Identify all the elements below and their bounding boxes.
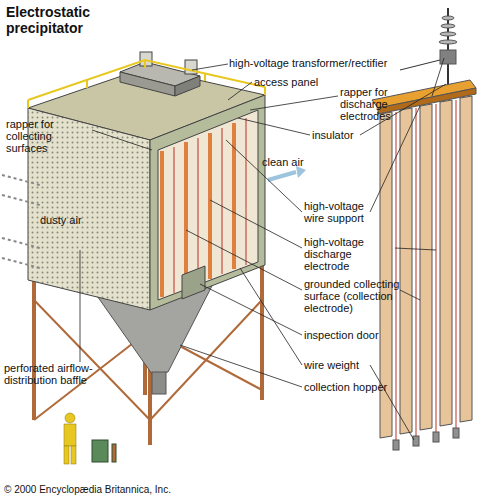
leader-line [395, 248, 436, 250]
worker-figure [65, 413, 75, 423]
part-label: dusty air [40, 214, 100, 226]
leader-line [186, 230, 302, 290]
electrode-assembly [400, 108, 412, 434]
dusty-air-arrow [2, 258, 40, 268]
electrode-assembly [393, 440, 399, 450]
clean-air-arrow [268, 166, 306, 180]
support-leg [32, 275, 36, 420]
electrode-assembly [433, 432, 439, 442]
part-label: clean air [262, 156, 322, 168]
leader-line [432, 58, 444, 96]
collecting-plate [208, 133, 212, 279]
electrode-assembly [420, 104, 432, 430]
electrode-assembly [440, 32, 456, 36]
leader-line [250, 96, 338, 110]
leader-line [80, 250, 81, 362]
electrode-assembly [441, 24, 455, 28]
leader-line [210, 200, 302, 248]
electrode-assembly [413, 436, 419, 446]
part-label: grounded collecting surface (collection … [304, 278, 404, 314]
electrode-assembly [439, 40, 457, 44]
part-label: high-voltage discharge electrode [304, 236, 396, 272]
leader-line [180, 345, 302, 387]
safety-railing [27, 100, 29, 108]
collection-hopper-shape [152, 372, 166, 394]
precipitator-housing [28, 68, 265, 310]
part-label: high-voltage wire support [304, 200, 372, 224]
discharge-wire [246, 118, 247, 265]
transformer-shape [120, 52, 200, 96]
worker-figure [64, 446, 69, 464]
electrode-assembly [436, 104, 437, 432]
leader-line [240, 268, 302, 365]
inspection-door-shape [182, 266, 205, 299]
part-label: rapper for discharge electrodes [340, 86, 420, 122]
collecting-plate [232, 123, 236, 269]
worker-figure [64, 424, 76, 446]
part-label: insulator [312, 129, 372, 141]
electrode-assembly [400, 60, 440, 70]
precipitator-housing [158, 110, 258, 300]
copyright-note: © 2000 Encyclopædia Britannica, Inc. [4, 484, 244, 496]
safety-railing [144, 60, 146, 68]
dusty-air-arrow [2, 175, 40, 185]
collecting-plate [160, 151, 164, 297]
leader-line [80, 58, 446, 440]
inspection-door-shape [182, 266, 205, 299]
leader-line [370, 365, 414, 440]
part-label: access panel [254, 76, 344, 88]
discharge-wire [222, 128, 223, 274]
electrode-assembly [442, 16, 454, 20]
discharge-wire [174, 118, 246, 293]
part-label: rapper for collecting surfaces [6, 118, 94, 154]
drum [112, 444, 116, 462]
drum [92, 440, 108, 462]
electrode-assembly [453, 428, 459, 438]
discharge-wire [174, 147, 175, 293]
collecting-plate [184, 142, 188, 288]
leader-line [400, 290, 420, 300]
transformer-shape [120, 72, 175, 96]
leader-line [200, 284, 302, 335]
electrode-assembly [440, 100, 452, 426]
worker-figure [71, 446, 76, 464]
safety-railing [204, 73, 206, 81]
safety-railing [264, 87, 266, 95]
part-label: wire weight [304, 359, 384, 371]
dusty-air-arrow [2, 175, 40, 268]
precipitator-housing [150, 95, 265, 310]
dusty-air-arrow [2, 195, 40, 205]
discharge-wire [198, 138, 199, 283]
leader-line [228, 82, 252, 100]
part-label: inspection door [304, 329, 404, 341]
safety-railing [86, 80, 88, 88]
clean-air-arrow [268, 172, 296, 180]
electrode-assembly [396, 112, 397, 440]
leader-line [238, 118, 310, 135]
electrode-assembly [460, 96, 472, 422]
diagram-title: Electrostatic precipitator [6, 4, 116, 36]
drum [92, 440, 116, 462]
leader-line [226, 140, 302, 212]
leader-line [192, 64, 228, 70]
support-leg [260, 265, 264, 400]
part-label: high-voltage transformer/rectifier [229, 57, 399, 69]
dusty-air-arrow [2, 238, 40, 248]
part-label: perforated airflow-distribution baffle [4, 362, 134, 386]
electrode-assembly [372, 8, 476, 450]
leader-line [92, 130, 152, 150]
part-label: collection hopper [304, 381, 414, 393]
transformer-shape [175, 76, 200, 96]
worker-figure [64, 413, 76, 464]
electrode-assembly [456, 100, 457, 428]
electrode-assembly [416, 108, 417, 436]
